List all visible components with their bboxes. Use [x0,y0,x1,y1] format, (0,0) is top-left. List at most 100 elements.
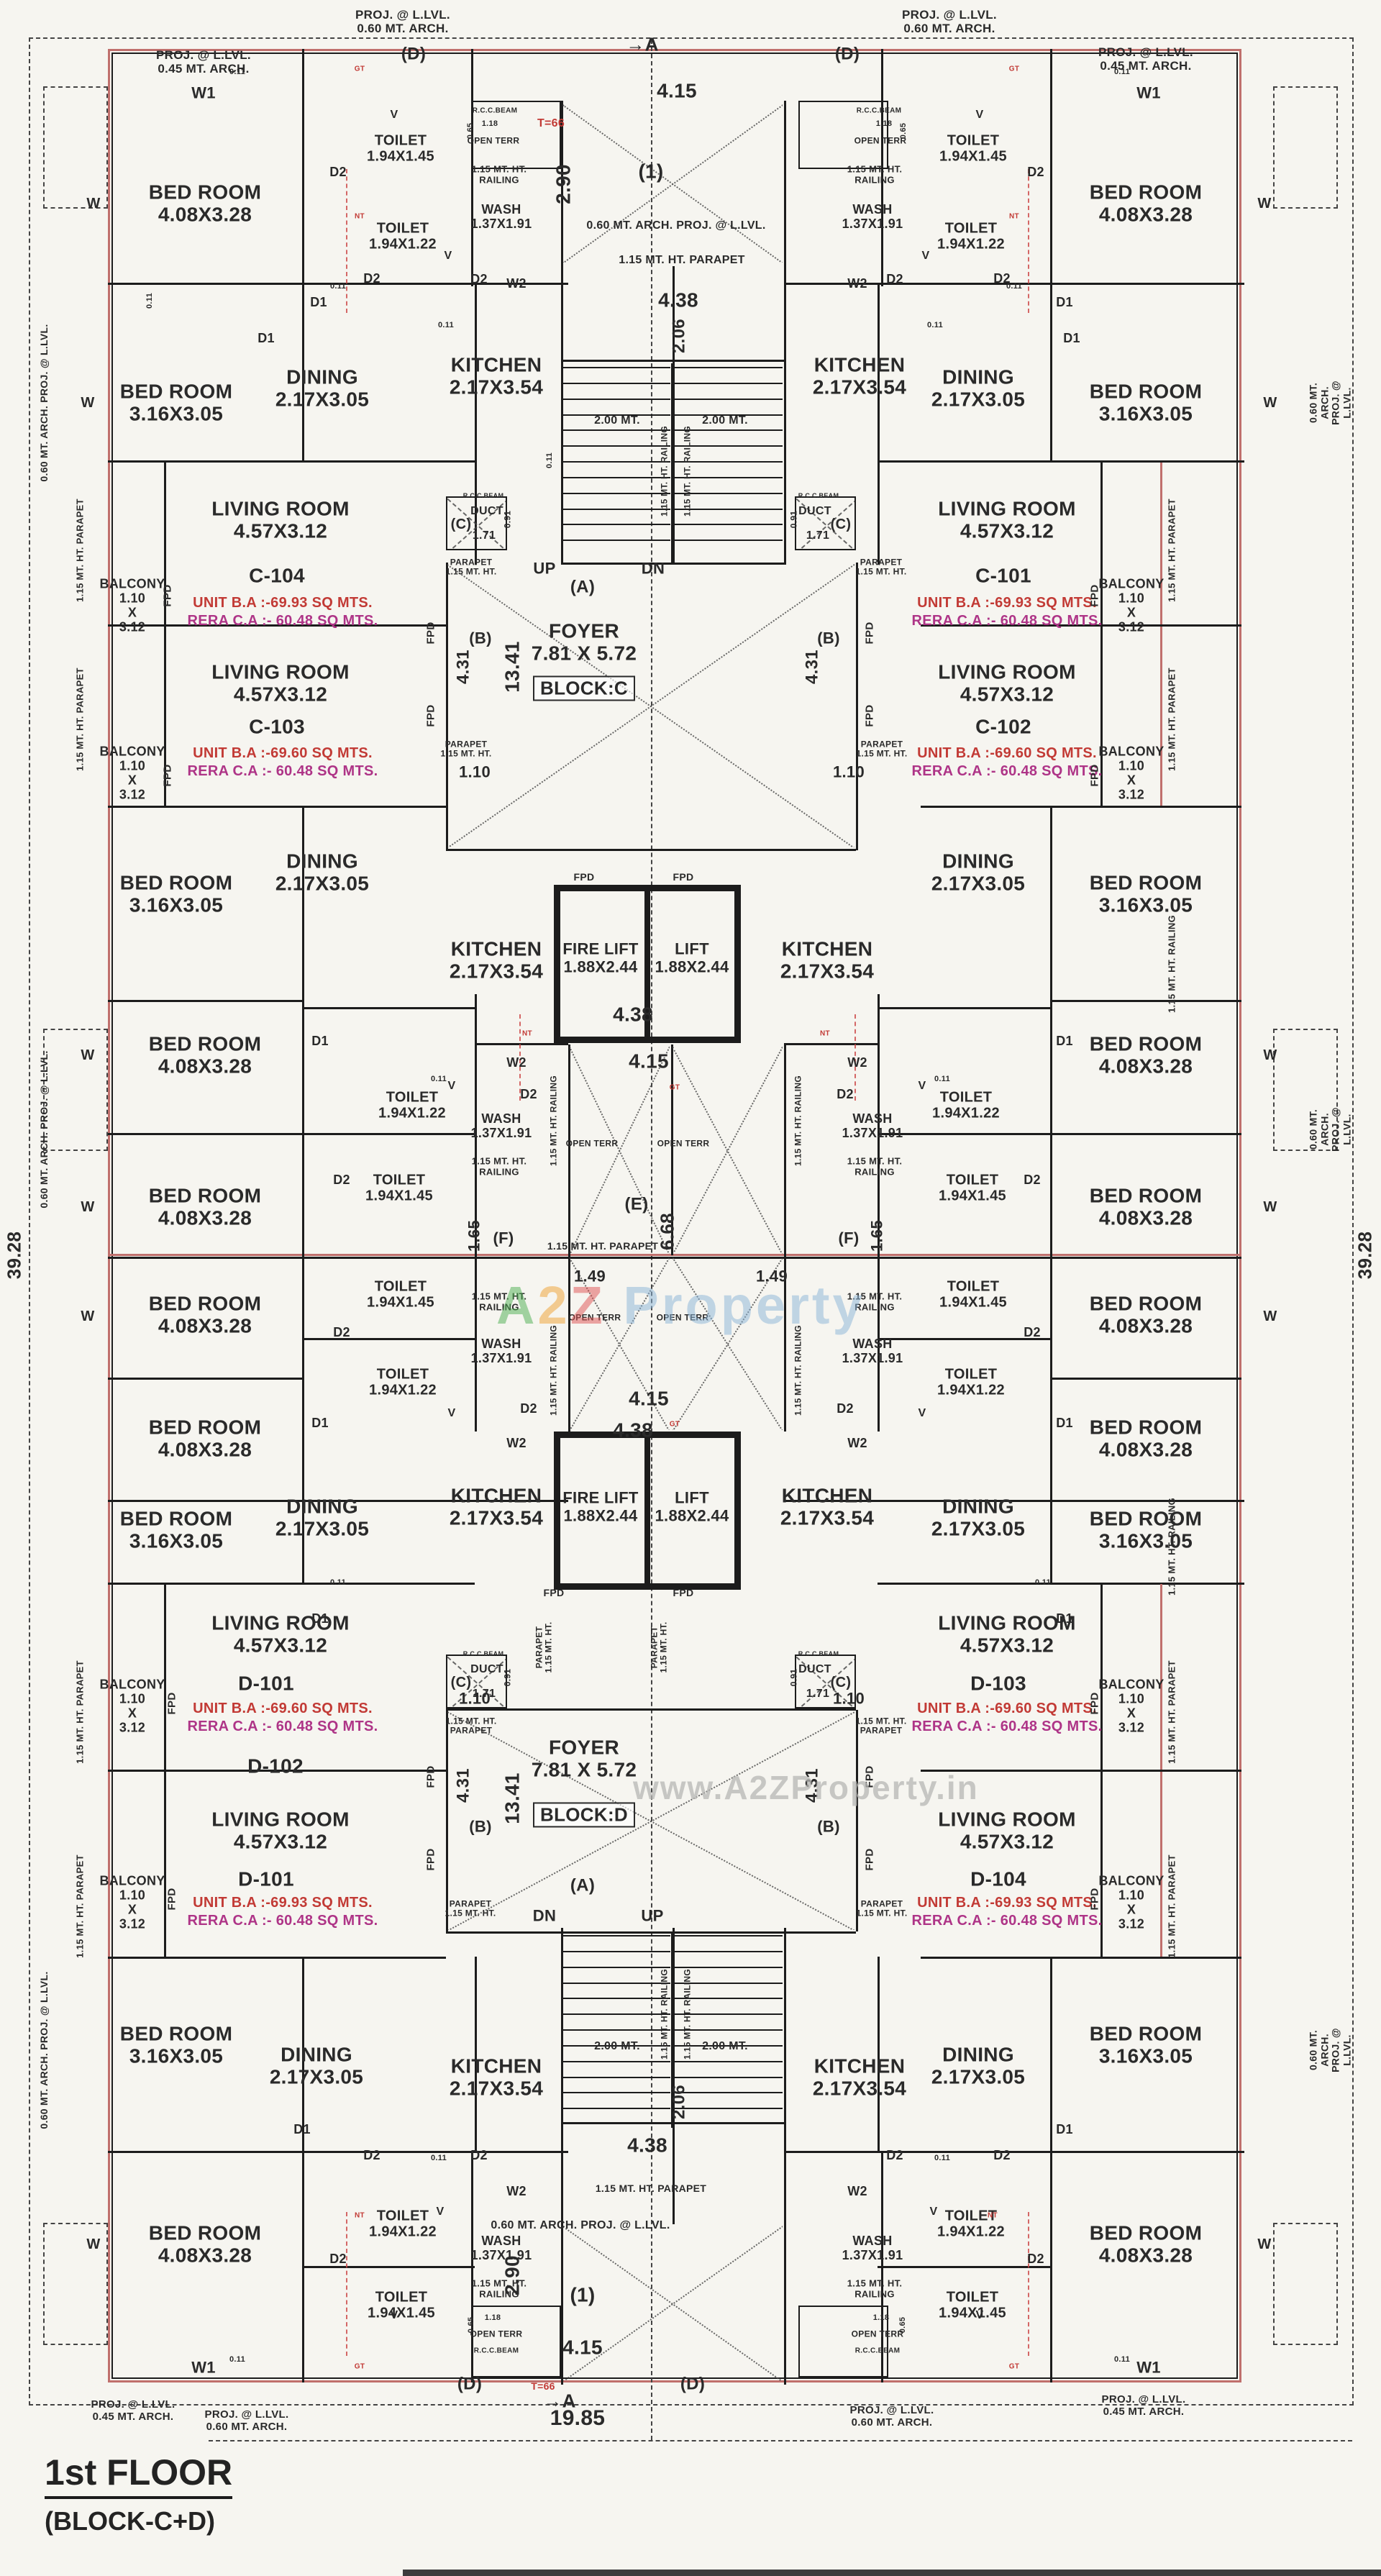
room-label: BED ROOM 3.16X3.05 [1089,2022,1203,2067]
annotation-label: FPD [424,1765,437,1788]
wall-segment [446,1708,856,1711]
annotation-label: (C) [450,1674,472,1690]
wall-segment [446,563,448,850]
room-label: WASH 1.37X1.91 [842,201,903,231]
stair-tread [675,1935,783,1936]
annotation-label: GT [669,1420,680,1429]
annotation-label: 0.60 MT. ARCH. PROJ. @ L.LVL. [1307,381,1353,425]
watermark-letter-a: A [496,1275,538,1335]
annotation-label: (1) [570,2283,596,2306]
annotation-label: 1.15 MT. HT. RAILING [682,1968,693,2060]
annotation-label: GT [669,1083,680,1092]
plumbing-red-line [346,169,349,313]
annotation-label: 1.15 MT. HT. RAILING [659,425,670,517]
plumbing-red-line [1028,169,1031,313]
wall-segment [878,284,880,565]
stair-tread [562,540,670,542]
room-label: FOYER 7.81 X 5.72 [531,619,637,665]
annotation-label: V [447,1080,456,1093]
stair-tread [675,540,783,542]
annotation-label: PARAPET 1.15 MT. HT. [856,1898,908,1919]
stair-tread [562,398,670,400]
annotation-label: (D) [680,2374,706,2394]
annotation-label: 4.15 [657,79,697,102]
room-label: KITCHEN 2.17X3.54 [812,2054,907,2100]
annotation-label: W [81,1198,95,1215]
annotation-label: (C) [830,1674,852,1690]
annotation-label: 2.06 [669,2085,689,2119]
annotation-label: V [447,1407,456,1420]
room-label: BALCONY 1.10 X 3.12 [99,744,165,803]
annotation-label: W [1257,195,1272,211]
room-label: BALCONY 1.10 X 3.12 [1098,1677,1164,1736]
wall-segment [108,2151,568,2153]
annotation-label: W2 [847,1435,867,1450]
wall-segment [878,1255,880,1432]
wall-segment [108,1378,302,1380]
annotation-label: 1.15 MT. HT. RAILING [659,1968,670,2060]
annotation-label: D2 [363,270,380,286]
annotation-label: 4.15 [629,1050,669,1073]
annotation-label: 0.60 MT. ARCH. PROJ. @ L.LVL. [38,324,50,482]
title-block: 1st FLOOR (BLOCK-C+D) [45,2452,233,2536]
annotation-label: FPD [543,1587,565,1599]
room-label: TOILET 1.94X1.45 [367,1278,434,1311]
annotation-label: 0.11 [1006,281,1023,291]
annotation-label: 2.00 MT. [594,414,640,427]
annotation-label: V [390,109,398,122]
room-label: BED ROOM 4.08X3.28 [148,1416,262,1461]
annotation-label: 1.49 [755,1267,788,1285]
wall-segment [164,462,166,807]
annotation-label: PROJ. @ L.LVL. 0.60 MT. ARCH. [902,7,997,35]
watermark-letter-2: 2 [537,1275,570,1335]
annotation-label: UP [641,1906,664,1925]
wall-segment [446,849,856,851]
annotation-label: (B) [817,1817,840,1836]
unit-area-label: UNIT B.A :-69.60 SQ MTS. [917,1700,1097,1716]
wall-segment [108,1133,302,1135]
wall-segment [1050,1957,1052,2382]
unit-number-label: C-101 [975,564,1031,587]
projection-dashed-boundary [1273,1029,1338,1151]
room-label: LIFT 1.88X2.44 [655,939,729,975]
stair-tread [675,2013,783,2016]
annotation-label: 1.15 MT. HT. PARAPET [855,1716,907,1736]
dashed-reference-line [209,2440,1352,2443]
annotation-label: GT [1008,2362,1020,2371]
room-label: BED ROOM 3.16X3.05 [1089,871,1203,916]
annotation-label: R.C.C.BEAM [472,106,518,115]
annotation-label: 1.10 [458,763,491,781]
annotation-label: PARAPET 1.15 MT. HT. [856,739,908,759]
room-label: BED ROOM 4.08X3.28 [1089,181,1203,226]
wall-segment [673,1928,675,2224]
annotation-label: W [1263,394,1277,411]
stair-tread [675,2060,783,2062]
unit-number-label: D-103 [970,1672,1026,1695]
annotation-label: 1.15 MT. HT. PARAPET [1166,499,1177,602]
annotation-label: 1.10 [832,1689,865,1708]
room-label: TOILET 1.94X1.45 [939,132,1007,165]
wall-segment [561,2122,784,2124]
room-label: KITCHEN 2.17X3.54 [812,353,907,399]
unit-area-label: RERA C.A :- 60.48 SQ MTS. [187,612,378,629]
outer-wall-outline [108,49,1241,2382]
room-label: TOILET 1.94X1.22 [369,1366,437,1398]
annotation-label: V [390,2309,398,2322]
annotation-label: T=66 [537,117,565,130]
stair-tread [562,367,670,368]
room-label: BED ROOM 4.08X3.28 [148,1184,262,1229]
stair-tread [562,2044,670,2047]
room-label: LIVING ROOM 4.57X3.12 [211,497,350,542]
room-label: TOILET 1.94X1.22 [937,2208,1005,2240]
room-label: WASH 1.37X1.91 [842,2233,903,2262]
wall-outline [471,101,561,169]
annotation-label: PARAPET 1.15 MT. HT. [445,1898,496,1919]
annotation-label: PROJ. @ L.LVL. 0.45 MT. ARCH. [156,47,251,76]
annotation-label: (D) [401,44,427,64]
stair-tread [562,492,670,494]
wall-outline [111,53,1238,2379]
annotation-label: 1.15 MT. HT. PARAPET [74,499,86,602]
annotation-label: (F) [493,1229,514,1247]
annotation-label: GT [354,2362,365,2371]
open-area-cross [570,1046,670,1254]
